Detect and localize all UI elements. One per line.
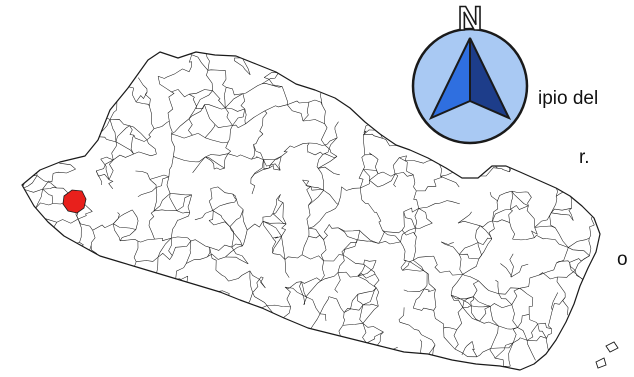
island-1 xyxy=(605,341,619,353)
caption-fragment-3: o xyxy=(617,249,628,270)
north-arrow-icon: N xyxy=(411,0,529,145)
compass-north-label: N xyxy=(458,0,483,38)
caption-fragment-1: ipio del xyxy=(538,88,599,109)
highlighted-municipality xyxy=(62,189,87,214)
island-2 xyxy=(595,357,607,369)
caption-fragment-2: r. xyxy=(579,147,590,168)
country-outline xyxy=(21,51,601,371)
